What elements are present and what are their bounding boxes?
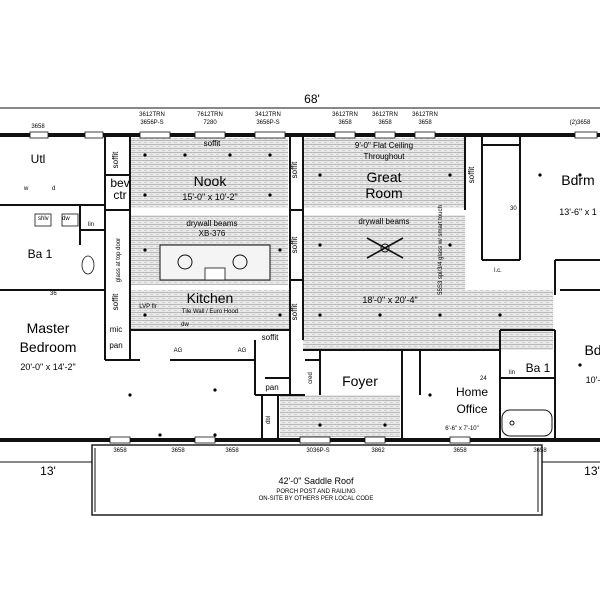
room-office-line2: Office (456, 402, 487, 416)
ceiling-lights (128, 153, 582, 437)
pan-label: pan (109, 341, 122, 350)
room-master-line2: Bedroom (20, 339, 77, 355)
room-office-line1: Home (456, 385, 488, 399)
nook-size: 15'-0" x 10'-2" (182, 192, 237, 202)
window-code: 3612TRN (332, 112, 358, 118)
window-code: 3412TRN (255, 112, 281, 118)
shelf-label: shlv (38, 216, 49, 222)
porch-roof-label: 42'-0" Saddle Roof (279, 476, 354, 486)
window-code: 3658 (453, 448, 467, 454)
lc-label: l.c. (494, 268, 502, 274)
room-master-line1: Master (27, 320, 70, 336)
left-porch-dim: 13' (40, 464, 56, 478)
dbl-label: dbl (266, 416, 272, 424)
window-code: 3658 (31, 124, 45, 130)
drywall-beams-kitchen: drywall beams (186, 219, 237, 228)
mic-label: mic (110, 325, 122, 334)
window-code: 3862 (371, 448, 385, 454)
room-bath-right: Ba 1 (526, 361, 551, 375)
dim-30: 30 (510, 206, 517, 212)
soffit-label-pantry: soffit (262, 333, 280, 342)
ag-label-2: AG (238, 348, 247, 354)
soffit-label-mid-top: soffit (290, 161, 299, 179)
ceiling-fan-icon (366, 237, 404, 259)
dryer-label: d (52, 186, 55, 192)
window-code: 3658 (225, 448, 239, 454)
soffit-label-mid: soffit (290, 236, 299, 254)
lvp-label: LVP flr (139, 304, 156, 310)
right-porch-dim: 13' (584, 464, 600, 478)
window-code: 3658 (338, 120, 352, 126)
soffit-label-mid-low: soffit (290, 303, 299, 321)
kitchen-note: Tile Wall / Euro Hood (182, 309, 238, 315)
window-code: 3658 (113, 448, 127, 454)
cred-label: cred (308, 372, 314, 384)
side-dimensions: 13' 13' (0, 461, 600, 478)
porch-note-1: PORCH POST AND RAILING (276, 489, 356, 495)
washer-label: w (23, 186, 29, 192)
window-code: (2)3658 (570, 120, 591, 126)
interior-walls (0, 135, 600, 440)
room-great-line1: Great (366, 169, 401, 185)
ctr-label: ctr (113, 188, 126, 202)
room-great-line2: Room (365, 185, 402, 201)
window-code: 7612TRN (197, 112, 223, 118)
porch-note-2: ON-SITE BY OTHERS PER LOCAL CODE (259, 496, 374, 502)
room-bedroom-right: Bd (584, 342, 600, 358)
great-room-size: 18'-0" x 20'-4" (362, 295, 417, 305)
soffit-label-kitchen: soffit (111, 293, 120, 311)
window-code: 3658 (171, 448, 185, 454)
pantry-label: pan (265, 383, 278, 392)
bev-label: bev (110, 176, 129, 190)
linen-label-left: lin (88, 222, 94, 228)
room-bedroom: Bdrm (561, 172, 594, 188)
bedroom-size: 13'-6" x 1 (559, 207, 596, 217)
window-code: 3036P-S (306, 448, 329, 454)
ssd-note: 55S3 spl/3/4 glass w/ smart touch (438, 205, 444, 295)
flat-ceiling-line2: Throughout (364, 152, 406, 161)
room-bath-left: Ba 1 (28, 247, 53, 261)
office-size: 6'-6" x 7'-10" (445, 426, 479, 432)
floor-hatching (130, 138, 553, 437)
bedroom-right-size: 10'- (586, 375, 600, 385)
top-windows (29, 131, 598, 139)
dw-label: dw (181, 322, 189, 328)
dw-small-label: dw (62, 216, 70, 222)
soffit-label-nook: soffit (204, 139, 222, 148)
kitchen-island (159, 244, 271, 281)
window-code: 3658 (533, 448, 547, 454)
soffit-label-left: soffit (111, 151, 120, 169)
bottom-windows (109, 436, 471, 444)
drywall-beams-great: drywall beams (358, 217, 409, 226)
window-code: 3656P-S (140, 120, 163, 126)
ag-label-1: AG (174, 348, 183, 354)
window-code: 3658 (378, 120, 392, 126)
beam-code: XB-376 (199, 229, 226, 238)
porch: 42'-0" Saddle Roof PORCH POST AND RAILIN… (91, 444, 543, 516)
room-utility: Utl (31, 152, 46, 166)
flat-ceiling-line1: 9'-0" Flat Ceiling (355, 141, 413, 150)
overall-width-label: 68' (304, 92, 320, 106)
window-code: 3612TRN (412, 112, 438, 118)
vanity-sinks (34, 213, 95, 275)
linen-label-right: lin (509, 370, 515, 376)
window-code: 3612TRN (372, 112, 398, 118)
window-code: 3658 (418, 120, 432, 126)
dim-24: 24 (480, 376, 487, 382)
window-code: 7280 (203, 120, 217, 126)
dim-36: 36 (50, 291, 57, 297)
overall-width-dimension: 68' (0, 92, 600, 109)
master-size: 20'-0" x 14'-2" (20, 362, 75, 372)
room-kitchen: Kitchen (187, 290, 234, 306)
bottom-window-codes: 3658 3658 3658 3036P-S 3862 3658 3658 (113, 448, 547, 454)
room-foyer: Foyer (342, 373, 378, 389)
soffit-label-right: soffit (467, 166, 476, 184)
top-window-codes: 3658 3612TRN 3656P-S 7612TRN 7280 3412TR… (31, 112, 591, 130)
window-code: 3656P-S (256, 120, 279, 126)
glass-door-label: glass at top door (116, 238, 122, 282)
window-code: 3612TRN (139, 112, 165, 118)
room-nook: Nook (194, 173, 228, 189)
bathtub (501, 409, 553, 437)
